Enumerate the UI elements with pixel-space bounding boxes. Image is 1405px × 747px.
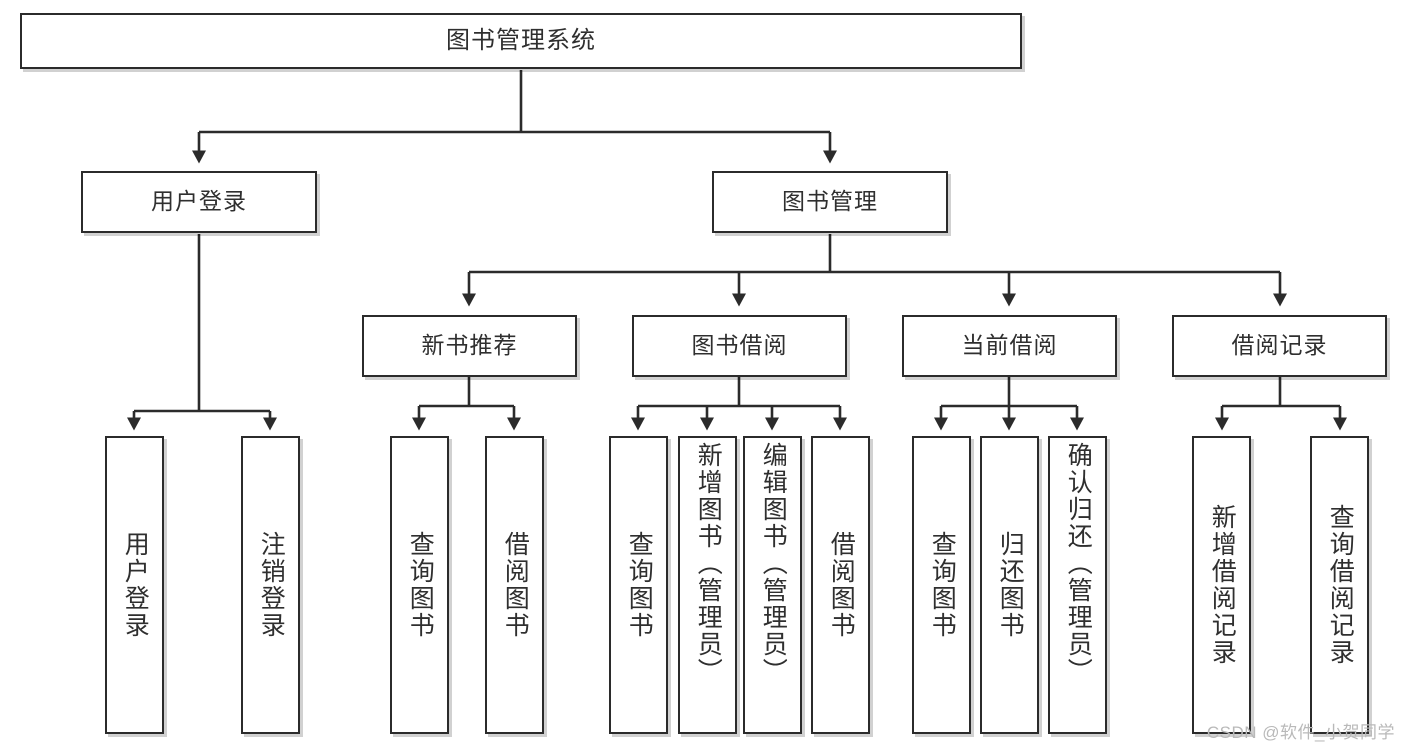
node-leaf-bookborrow-add-book-admin[interactable]: 新增图书（管理员） [678,436,737,734]
node-label: 确认归还（管理员） [1064,442,1093,685]
node-leaf-currentborrow-return-book[interactable]: 归还图书 [980,436,1039,734]
node-leaf-borrowrecord-add-record[interactable]: 新增借阅记录 [1192,436,1251,734]
node-leaf-user-login-logout[interactable]: 注销登录 [241,436,300,734]
node-label: 查询图书 [928,531,957,639]
node-label: 编辑图书（管理员） [759,442,788,685]
node-label: 当前借阅 [961,332,1058,359]
node-label: 借阅记录 [1231,332,1328,359]
node-label: 借阅图书 [501,531,530,639]
node-leaf-bookborrow-query-book[interactable]: 查询图书 [609,436,668,734]
node-label: 查询图书 [625,531,654,639]
node-leaf-currentborrow-confirm-return-admin[interactable]: 确认归还（管理员） [1048,436,1107,734]
node-label: 新增图书（管理员） [694,442,723,685]
node-label: 归还图书 [996,531,1025,639]
node-label: 图书管理系统 [446,26,596,54]
node-current-borrow[interactable]: 当前借阅 [902,315,1117,377]
node-leaf-newbook-query-book[interactable]: 查询图书 [390,436,449,734]
node-label: 图书管理 [782,188,878,215]
node-label: 用户登录 [121,531,150,639]
node-borrow-record[interactable]: 借阅记录 [1172,315,1387,377]
node-user-login[interactable]: 用户登录 [81,171,317,233]
node-label: 借阅图书 [827,531,856,639]
node-leaf-user-login-login[interactable]: 用户登录 [105,436,164,734]
node-label: 查询借阅记录 [1326,504,1355,666]
node-leaf-currentborrow-query-book[interactable]: 查询图书 [912,436,971,734]
node-label: 查询图书 [406,531,435,639]
node-label: 图书借阅 [691,332,788,359]
node-leaf-borrowrecord-query-record[interactable]: 查询借阅记录 [1310,436,1369,734]
node-label: 新增借阅记录 [1208,504,1237,666]
node-label: 新书推荐 [421,332,518,359]
node-label: 用户登录 [151,188,247,215]
node-leaf-bookborrow-borrow-book[interactable]: 借阅图书 [811,436,870,734]
node-leaf-newbook-borrow-book[interactable]: 借阅图书 [485,436,544,734]
node-root-book-management-system[interactable]: 图书管理系统 [20,13,1022,69]
node-leaf-bookborrow-edit-book-admin[interactable]: 编辑图书（管理员） [743,436,802,734]
node-book-borrow[interactable]: 图书借阅 [632,315,847,377]
node-book-management[interactable]: 图书管理 [712,171,948,233]
node-new-book-recommend[interactable]: 新书推荐 [362,315,577,377]
node-label: 注销登录 [257,531,286,639]
